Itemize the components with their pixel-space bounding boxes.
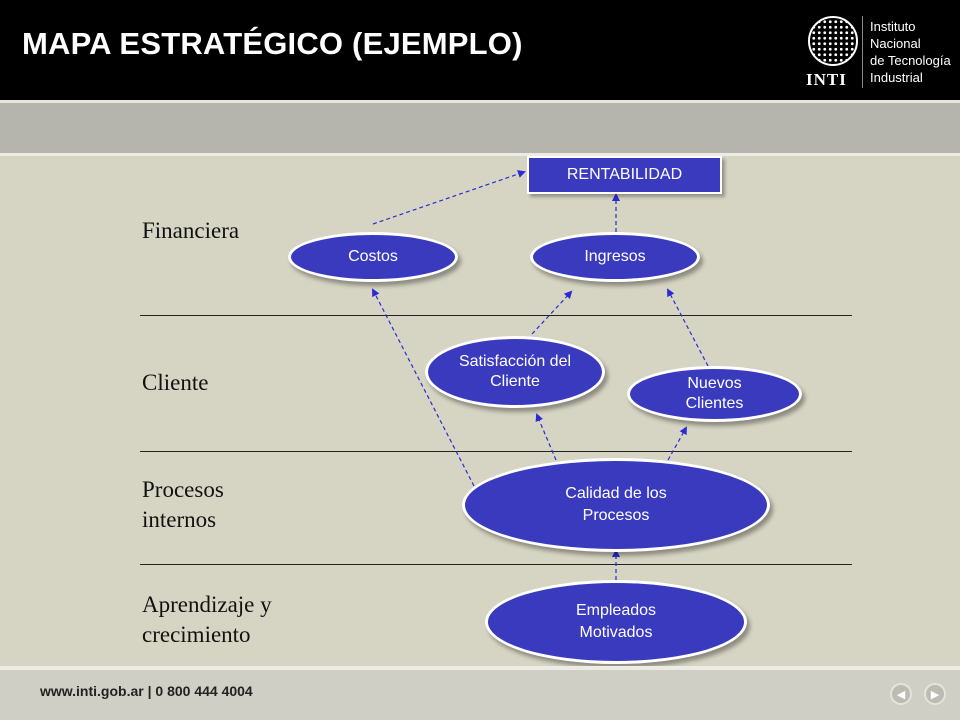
arrow-right-icon: ▶ bbox=[930, 688, 940, 701]
node-empleados-line-1: Empleados bbox=[575, 602, 657, 619]
node-calidad-line-2: Procesos bbox=[582, 507, 650, 524]
node-nuevos-clientes: Nuevos Clientes bbox=[627, 366, 802, 422]
logo-divider bbox=[862, 16, 863, 88]
node-calidad-label: Calidad de los Procesos bbox=[565, 483, 666, 527]
divider-cliente-procesos bbox=[140, 451, 852, 452]
next-slide-button[interactable]: ▶ bbox=[924, 683, 946, 705]
arrow-left-icon: ◀ bbox=[896, 688, 906, 701]
logo-line-1: Instituto bbox=[870, 19, 916, 34]
node-costos: Costos bbox=[288, 232, 458, 282]
node-empleados-line-2: Motivados bbox=[579, 624, 653, 641]
perspective-cliente: Cliente bbox=[142, 370, 209, 395]
perspective-procesos-line-1: Procesos bbox=[142, 477, 224, 502]
arrow-calidad-satisfaccion bbox=[535, 413, 557, 461]
divider-financiera-cliente bbox=[140, 315, 852, 316]
perspective-procesos-line-2: internos bbox=[142, 507, 217, 532]
arrow-costos-rentabilidad bbox=[372, 170, 526, 225]
node-calidad-procesos: Calidad de los Procesos bbox=[462, 458, 770, 552]
node-empleados-label: Empleados Motivados bbox=[576, 600, 656, 644]
perspective-financiera: Financiera bbox=[142, 218, 240, 243]
logo-line-4: Industrial bbox=[870, 70, 923, 85]
node-ingresos: Ingresos bbox=[530, 232, 700, 282]
inti-logo: INTI Instituto Nacional de Tecnología In… bbox=[802, 14, 952, 94]
band-divider bbox=[0, 153, 960, 156]
slide-title: MAPA ESTRATÉGICO (EJEMPLO) bbox=[22, 26, 523, 61]
node-satisfaccion-line-1: Satisfacción del bbox=[458, 353, 572, 370]
node-nuevos-label: Nuevos Clientes bbox=[686, 374, 744, 414]
header-divider bbox=[0, 100, 960, 103]
arrow-satisfaccion-ingresos bbox=[531, 290, 573, 335]
perspective-procesos: Procesos internos bbox=[142, 475, 224, 535]
arrow-nuevos-ingresos bbox=[667, 288, 709, 367]
inti-emblem-icon bbox=[808, 16, 858, 66]
perspective-aprendizaje: Aprendizaje y crecimiento bbox=[142, 590, 272, 650]
perspective-aprendizaje-line-1: Aprendizaje y bbox=[142, 592, 272, 617]
footer-website[interactable]: www.inti.gob.ar bbox=[40, 683, 144, 699]
node-rentabilidad-label: RENTABILIDAD bbox=[566, 166, 683, 183]
footer-separator: | bbox=[147, 683, 152, 699]
footer-contact: www.inti.gob.ar | 0 800 444 4004 bbox=[40, 683, 253, 699]
node-rentabilidad: RENTABILIDAD bbox=[527, 156, 722, 194]
node-satisfaccion-line-2: Cliente bbox=[490, 373, 540, 390]
node-calidad-line-1: Calidad de los bbox=[565, 485, 667, 502]
node-costos-label: Costos bbox=[348, 248, 398, 265]
logo-text: Instituto Nacional de Tecnología Industr… bbox=[870, 18, 951, 86]
footer-phone: 0 800 444 4004 bbox=[155, 683, 253, 699]
node-satisfaccion-label: Satisfacción del Cliente bbox=[459, 352, 571, 392]
previous-slide-button[interactable]: ◀ bbox=[890, 683, 912, 705]
node-nuevos-line-1: Nuevos bbox=[687, 375, 742, 392]
logo-line-2: Nacional bbox=[870, 36, 921, 51]
header-bar bbox=[0, 0, 960, 100]
logo-line-3: de Tecnología bbox=[870, 53, 951, 68]
node-nuevos-line-2: Clientes bbox=[685, 395, 744, 412]
node-satisfaccion-cliente: Satisfacción del Cliente bbox=[425, 336, 605, 408]
subtitle-band bbox=[0, 103, 960, 153]
footer-bar bbox=[0, 670, 960, 720]
arrow-calidad-nuevos bbox=[667, 426, 687, 461]
footer-divider bbox=[0, 666, 960, 670]
logo-acronym: INTI bbox=[806, 70, 847, 89]
divider-procesos-aprendizaje bbox=[140, 564, 852, 565]
node-empleados-motivados: Empleados Motivados bbox=[485, 580, 747, 664]
node-ingresos-label: Ingresos bbox=[584, 248, 646, 265]
perspective-aprendizaje-line-2: crecimiento bbox=[142, 622, 251, 647]
